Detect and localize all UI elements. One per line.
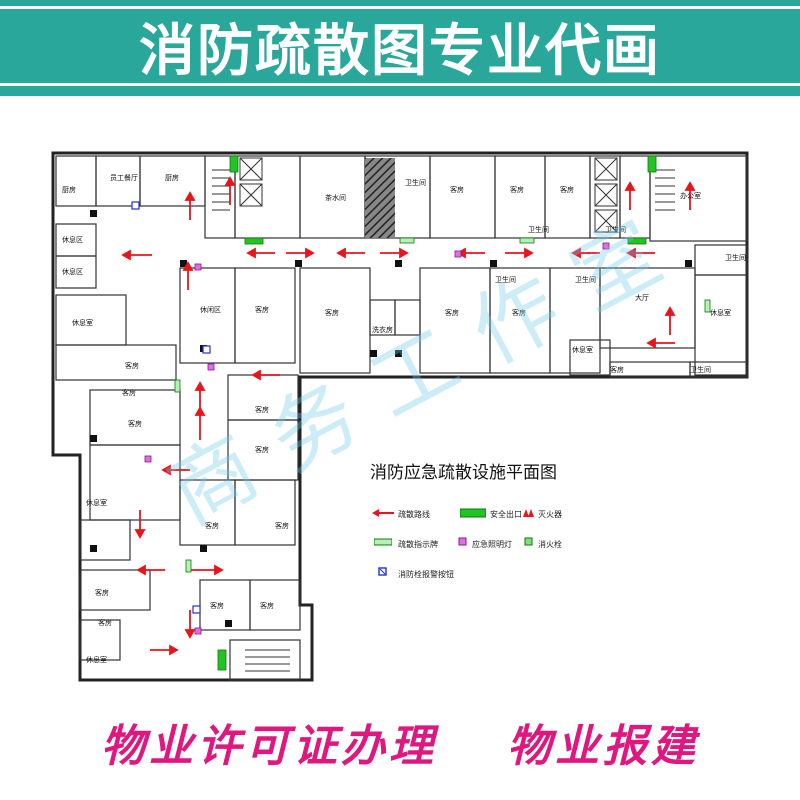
red-arrow-icon [372,509,394,517]
room-label: 卫生间 [690,365,711,374]
room-label: 卫生间 [528,225,549,234]
room-label: 休息区 [62,267,83,276]
footer-left-text: 物业许可证办理 [101,721,437,772]
room-label: 客房 [260,601,274,610]
room-label: 客房 [510,185,524,194]
room-labels: 厨房 员工餐厅 厨房 休息区 休息区 休息室 休闲区 客房 客房 客房 客房 客… [62,173,746,664]
room-label: 客房 [445,308,459,317]
room-label: 客房 [128,419,142,428]
room-label: 客房 [98,618,112,627]
room-label: 办公室 [680,191,701,200]
stair-lines [212,169,675,672]
exit-signs [217,155,657,671]
room-label: 休息室 [572,345,593,354]
stairs [365,158,395,238]
extinguisher-icon [523,509,534,517]
room-label: 厨房 [62,185,76,194]
room-label: 休息区 [62,235,83,244]
emergency-lights [144,242,610,635]
room-label: 客房 [122,388,136,397]
room-label: 客房 [210,601,224,610]
footer-right-text: 物业报建 [507,721,699,772]
room-label: 客房 [512,308,526,317]
room-label: 客房 [255,445,269,454]
legend-label: 疏散路线 [398,510,430,519]
room-label: 卫生间 [725,253,746,262]
room-label: 客房 [610,365,624,374]
legend-label: 应急照明灯 [472,540,512,549]
header-banner: 消防疏散图专业代画 [0,0,800,96]
banner-inner: 消防疏散图专业代画 [0,6,800,86]
room-label: 卫生间 [495,275,516,284]
room-label: 休闲区 [200,305,221,314]
room-label: 客房 [325,308,339,317]
room-label: 休息室 [710,308,731,317]
room-label: 客房 [450,185,464,194]
room-label: 客房 [95,588,109,597]
room-label: 休息室 [86,655,107,664]
alarm-buttons [131,201,211,614]
direction-signs [174,237,711,573]
floor-plan: 厨房 员工餐厅 厨房 休息区 休息区 休息室 休闲区 客房 客房 客房 客房 客… [51,151,749,682]
banner-title: 消防疏散图专业代画 [139,18,661,84]
emergency-light-icon [458,537,467,546]
legend-label: 消火栓 [538,540,562,549]
legend-title: 消防应急疏散设施平面图 [370,463,557,483]
room-label: 卫生间 [405,178,426,187]
room-label: 休息室 [86,498,107,507]
direction-sign-icon [374,538,392,546]
legend-label: 安全出口 [490,510,522,519]
exit-sign-icon [460,508,486,518]
room-label: 客房 [255,305,269,314]
room-label: 客房 [275,521,289,530]
room-label: 休息室 [72,318,93,327]
footer: 物业许可证办理 物业报建 [0,712,800,772]
route-arrows [121,176,696,656]
hydrant-icon [524,537,533,546]
room-label: 员工餐厅 [110,173,138,182]
legend-label: 消防栓报警按钮 [398,570,454,579]
room-label: 卫生间 [605,225,626,234]
room-label: 茶水间 [325,193,346,202]
room-label: 客房 [125,361,139,370]
outer-wall [51,151,749,682]
room-label: 客房 [205,521,219,530]
room-label: 厨房 [165,173,179,182]
legend-label: 灭火器 [538,510,562,519]
room-label: 卫生间 [575,275,596,284]
legend-label: 疏散指示牌 [398,540,438,549]
room-label: 大厅 [635,293,649,302]
alarm-button-icon [378,567,387,576]
room-label: 客房 [255,405,269,414]
room-label: 客房 [560,185,574,194]
room-label: 洗衣房 [372,325,393,334]
